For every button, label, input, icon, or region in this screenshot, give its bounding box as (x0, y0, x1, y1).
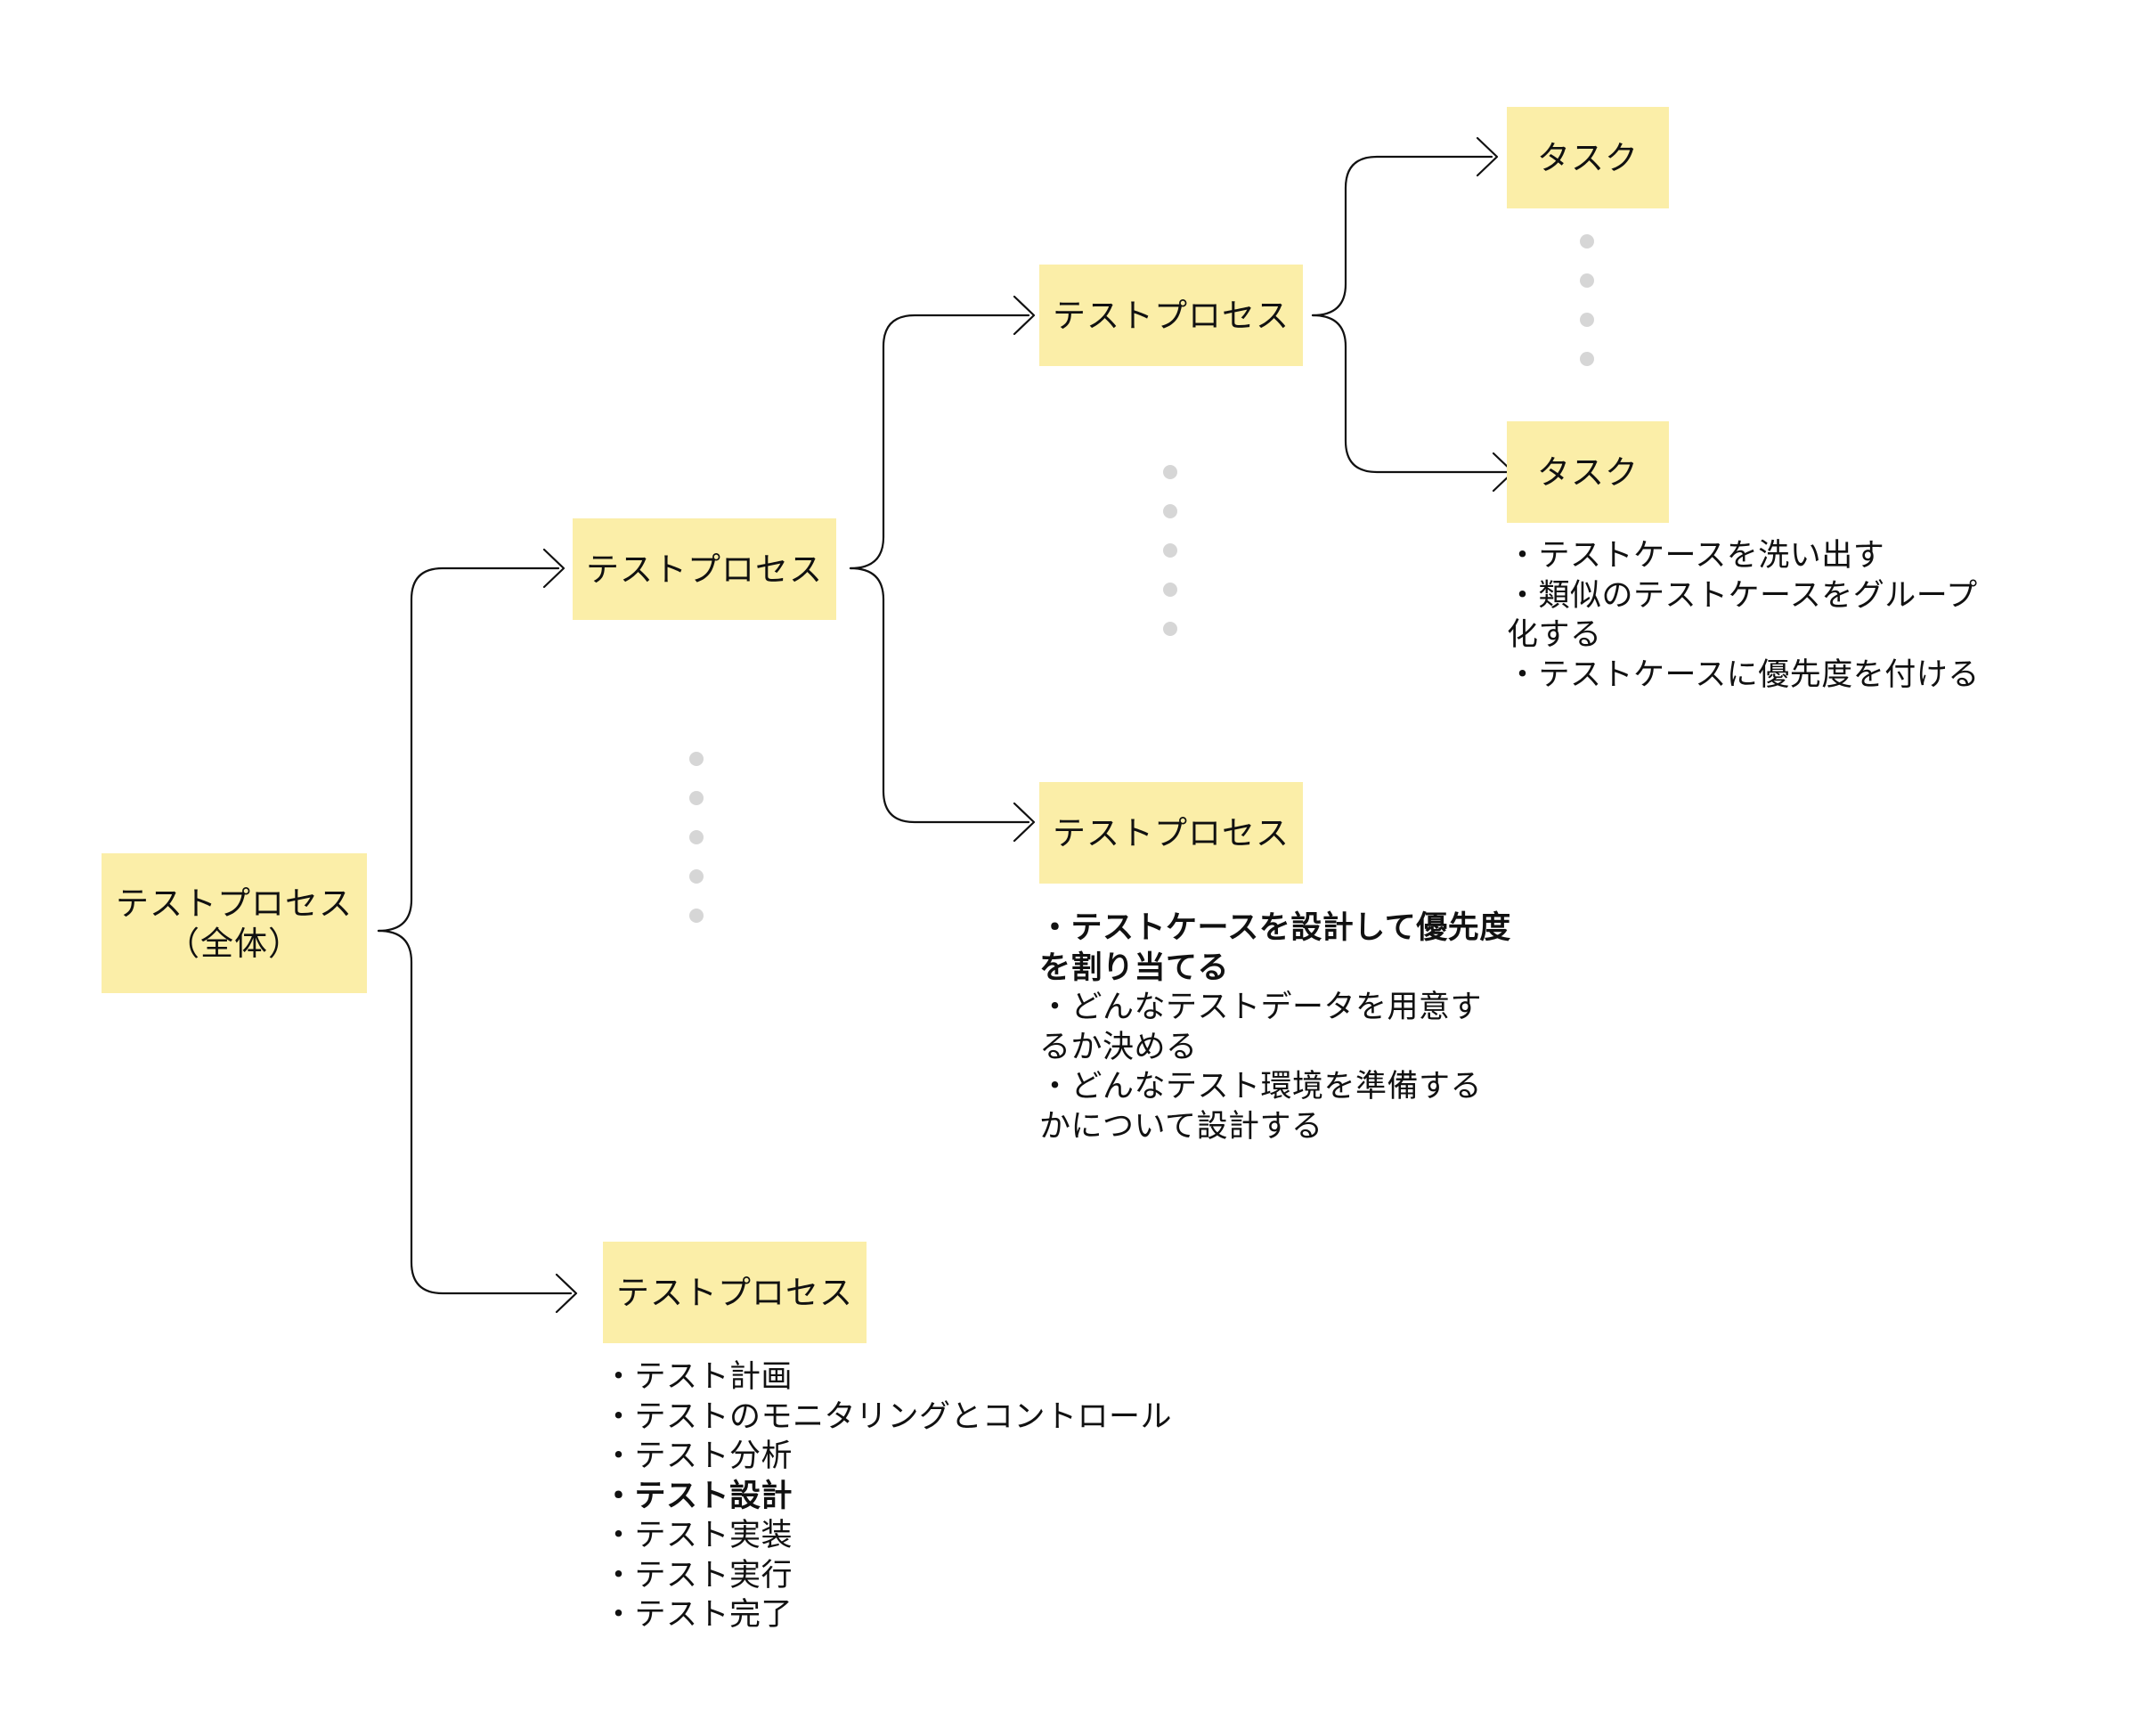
root-connectors (377, 548, 578, 1314)
design-list-item-highlighted: ・テストケースを設計して優先度 (1039, 910, 1511, 946)
ellipsis-dot (1163, 543, 1177, 558)
design-list-item: ・どんなテストデータを用意す (1039, 990, 1483, 1025)
ellipsis-dot (1163, 583, 1177, 597)
process-list-item: ・テスト完了 (603, 1597, 793, 1633)
ellipsis-dot (1163, 622, 1177, 636)
ellipsis-dot (1580, 352, 1594, 366)
level1-connectors (849, 295, 1036, 843)
ellipsis-dot (1163, 465, 1177, 479)
design-list-item: かについて設計する (1039, 1108, 1323, 1145)
ellipsis-dot (689, 869, 704, 884)
process-list-item: ・テスト実行 (603, 1557, 793, 1593)
design-list-item: ・どんなテスト環境を準備する (1039, 1069, 1483, 1104)
ellipsis-dot (1580, 273, 1594, 288)
process-list-item: ・テストのモニタリングとコントロール (603, 1398, 1173, 1435)
process-list-item: ・テスト分析 (603, 1439, 793, 1474)
root-process-node[interactable]: テストプロセス （全体） (102, 853, 367, 993)
level2-connectors (1311, 136, 1515, 493)
level2-process-node-top[interactable]: テストプロセス (1039, 265, 1303, 366)
task-label-top: タスク (1537, 138, 1639, 177)
task-node-bottom[interactable]: タスク (1507, 421, 1669, 523)
task-list-item: ・テストケースに優先度を付ける (1507, 656, 1980, 693)
design-list-item-highlighted: を割り当てる (1039, 950, 1230, 986)
ellipsis-dot (689, 830, 704, 844)
ellipsis-dot (1580, 234, 1594, 249)
task-list-item: ・テストケースを洗い出す (1507, 538, 1885, 574)
ellipsis-dot (689, 909, 704, 923)
level1-process-node-top[interactable]: テストプロセス (573, 518, 836, 620)
ellipsis-dot (1163, 504, 1177, 518)
process-list-item-highlighted: ・テスト設計 (603, 1478, 793, 1514)
level1-process-node-bottom[interactable]: テストプロセス (603, 1242, 867, 1343)
level1-process-label-top: テストプロセス (586, 550, 823, 589)
task-list-item: 化する (1507, 617, 1602, 653)
root-process-title: テストプロセス (116, 884, 353, 923)
ellipsis-dot (689, 791, 704, 805)
task-list-notes: ・テストケースを洗い出す ・類似のテストケースをグループ 化する ・テストケース… (1507, 536, 1980, 695)
ellipsis-dot (689, 752, 704, 766)
task-label-bottom: タスク (1537, 452, 1639, 492)
level1-process-label-bottom: テストプロセス (616, 1273, 853, 1312)
design-list-item: るか決める (1039, 1029, 1198, 1065)
ellipsis-dot (1580, 313, 1594, 327)
level2-process-label-top: テストプロセス (1053, 296, 1290, 335)
root-process-subtitle: （全体） (167, 924, 302, 963)
ellipsis-dots-level2 (1163, 465, 1177, 661)
ellipsis-dots-level1 (689, 752, 704, 948)
task-node-top[interactable]: タスク (1507, 107, 1669, 208)
ellipsis-dots-tasks (1580, 234, 1594, 391)
process-list-item: ・テスト計画 (603, 1359, 793, 1395)
level2-process-label-bottom: テストプロセス (1053, 813, 1290, 852)
task-list-item: ・類似のテストケースをグループ (1507, 577, 1978, 614)
design-list-notes: ・テストケースを設計して優先度 を割り当てる ・どんなテストデータを用意す るか… (1039, 909, 1511, 1146)
process-list-notes: ・テスト計画 ・テストのモニタリングとコントロール ・テスト分析 ・テスト設計 … (603, 1357, 1172, 1635)
level2-process-node-bottom[interactable]: テストプロセス (1039, 782, 1303, 884)
process-list-item: ・テスト実装 (603, 1518, 793, 1553)
